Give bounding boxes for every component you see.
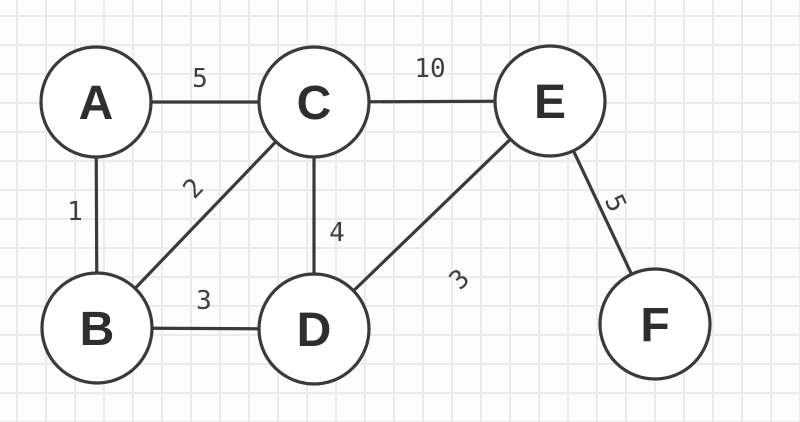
- node-D[interactable]: [257, 272, 371, 386]
- edge-weight-D-E[interactable]: 3: [444, 264, 476, 296]
- edge-weight-B-C[interactable]: 2: [178, 173, 210, 205]
- node-B[interactable]: [40, 271, 154, 385]
- node-C[interactable]: [257, 45, 371, 159]
- node-F[interactable]: [598, 267, 712, 381]
- node-label-B: B: [80, 303, 115, 356]
- edge-weight-A-B[interactable]: 1: [67, 197, 83, 227]
- edge-weight-C-D[interactable]: 4: [329, 218, 345, 248]
- node-label-D: D: [297, 304, 332, 357]
- node-E[interactable]: [493, 44, 607, 158]
- node-label-C: C: [297, 77, 332, 130]
- edge-weight-A-C[interactable]: 5: [192, 64, 208, 94]
- edge-weight-E-F[interactable]: 5: [598, 190, 632, 217]
- node-label-A: A: [79, 77, 114, 130]
- node-label-E: E: [534, 76, 566, 129]
- node-A[interactable]: [39, 45, 153, 159]
- edge-weight-C-E[interactable]: 10: [414, 54, 445, 84]
- node-label-F: F: [640, 299, 669, 352]
- edge-weight-B-D[interactable]: 3: [196, 286, 212, 316]
